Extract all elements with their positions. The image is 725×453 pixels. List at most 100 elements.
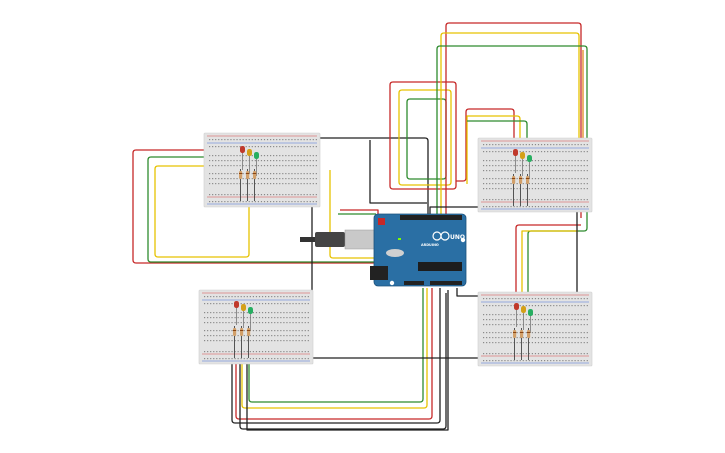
led-green-icon[interactable]	[528, 309, 533, 316]
breadboard-hole	[568, 305, 570, 307]
wire-yellow-top-right[interactable]	[466, 115, 521, 184]
wire-black-top-left-gnd[interactable]	[232, 200, 313, 293]
wire-red-top-left[interactable]	[132, 149, 378, 264]
wire-yellow-top-left[interactable]	[154, 165, 250, 258]
breadboard-hole	[257, 178, 259, 180]
resistor-icon[interactable]	[512, 176, 516, 184]
resistor-icon[interactable]	[520, 330, 524, 338]
led-yellow-icon[interactable]	[241, 304, 246, 311]
breadboard-hole	[486, 199, 488, 201]
breadboard-hole	[580, 319, 582, 321]
breadboard-hole	[300, 165, 302, 167]
resistor-icon[interactable]	[513, 330, 517, 338]
breadboard-hole	[309, 173, 311, 175]
breadboard-hole	[213, 312, 215, 314]
breadboard-hole	[277, 340, 279, 342]
wire-yellow-top-left-b[interactable]	[329, 170, 378, 259]
breadboard-hole	[540, 305, 543, 307]
breadboard-hole	[513, 165, 515, 167]
breadboard-hole	[303, 178, 305, 180]
wire-red-top-right[interactable]	[456, 108, 515, 182]
breadboard-hole	[544, 332, 546, 334]
breadboard-hole	[245, 160, 247, 162]
breadboard-hole	[215, 178, 217, 180]
breadboard-hole	[507, 188, 509, 190]
breadboard-hole	[306, 146, 308, 148]
led-yellow-icon[interactable]	[521, 306, 526, 313]
wire-black-bottom-left-rail[interactable]	[307, 295, 480, 359]
resistor-icon[interactable]	[526, 176, 530, 184]
resistor-icon[interactable]	[247, 328, 251, 336]
led-green-icon[interactable]	[254, 152, 259, 159]
breadboard-hole	[283, 303, 285, 305]
led-yellow-icon[interactable]	[247, 149, 252, 156]
reset-button[interactable]	[378, 218, 385, 225]
breadboard-hole	[553, 199, 555, 201]
resistor-icon[interactable]	[527, 330, 531, 338]
led-green-icon[interactable]	[248, 307, 253, 314]
led-red-icon[interactable]	[234, 301, 239, 308]
wire-black-top-right[interactable]	[429, 206, 478, 216]
wire-red-outer[interactable]	[445, 22, 582, 218]
breadboard-hole	[574, 206, 576, 208]
wire-green-top-right[interactable]	[467, 120, 528, 158]
breadboard-hole	[537, 353, 540, 355]
wire-black-bottom-c[interactable]	[246, 290, 449, 431]
wire-yellow-bottom[interactable]	[241, 288, 428, 409]
breadboard-hole	[227, 183, 229, 185]
breadboard-hole	[489, 160, 491, 162]
breadboard-hole	[307, 340, 309, 342]
resistor-icon[interactable]	[239, 171, 243, 179]
breadboard-top-left[interactable]	[203, 132, 321, 208]
breadboard-hole	[556, 337, 558, 339]
wire-red-bottom[interactable]	[235, 288, 433, 420]
wire-green-bottom[interactable]	[248, 288, 424, 403]
led-yellow-icon[interactable]	[520, 152, 525, 159]
led-red-icon[interactable]	[240, 146, 245, 153]
led-red-icon[interactable]	[514, 303, 519, 310]
breadboard-hole	[586, 353, 588, 355]
breadboard-hole	[489, 206, 491, 208]
breadboard-hole	[562, 360, 564, 362]
breadboard-hole	[215, 146, 217, 148]
breadboard-hole	[495, 160, 497, 162]
wire-black-right-ground[interactable]	[560, 210, 578, 295]
wire-yellow-outer[interactable]	[440, 32, 580, 216]
breadboard-hole	[504, 319, 506, 321]
wire-red-bottom-right[interactable]	[515, 224, 581, 300]
wire-yellow-loop-a[interactable]	[398, 89, 452, 186]
wire-black-mid[interactable]	[369, 140, 427, 204]
breadboard-hole	[510, 298, 512, 300]
resistor-icon[interactable]	[240, 328, 244, 336]
led-green-icon[interactable]	[527, 155, 532, 162]
wire-green-top-left[interactable]	[147, 156, 376, 263]
breadboard-hole	[251, 160, 253, 162]
resistor-band	[240, 330, 244, 331]
breadboard-hole	[303, 165, 305, 167]
resistor-icon[interactable]	[246, 171, 250, 179]
wire-black-top-left[interactable]	[240, 137, 429, 216]
breadboard-hole	[295, 312, 297, 314]
breadboard-hole	[519, 206, 521, 208]
breadboard-top-right[interactable]	[477, 137, 593, 213]
breadboard-hole	[309, 139, 311, 141]
breadboard-hole	[261, 303, 264, 305]
wire-yellow-bottom-right[interactable]	[521, 230, 578, 303]
resistor-icon[interactable]	[233, 328, 237, 336]
wire-black-bottom-a[interactable]	[231, 288, 441, 424]
led-red-icon[interactable]	[513, 149, 518, 156]
arduino-uno-board[interactable]: UNO ARDUINO	[300, 213, 467, 287]
breadboard-hole	[504, 188, 506, 190]
wire-red-loop-a[interactable]	[389, 81, 457, 190]
resistor-icon[interactable]	[519, 176, 523, 184]
breadboard-hole	[571, 319, 573, 321]
breadboard-hole	[209, 139, 211, 141]
breadboard-hole	[519, 324, 521, 326]
breadboard-hole	[231, 296, 233, 298]
breadboard-bottom-left[interactable]	[198, 289, 314, 365]
breadboard-bottom-right[interactable]	[477, 291, 593, 367]
breadboard-hole	[228, 312, 230, 314]
breadboard-hole	[562, 332, 564, 334]
resistor-icon[interactable]	[253, 171, 257, 179]
wire-black-bottom-b[interactable]	[239, 293, 447, 430]
